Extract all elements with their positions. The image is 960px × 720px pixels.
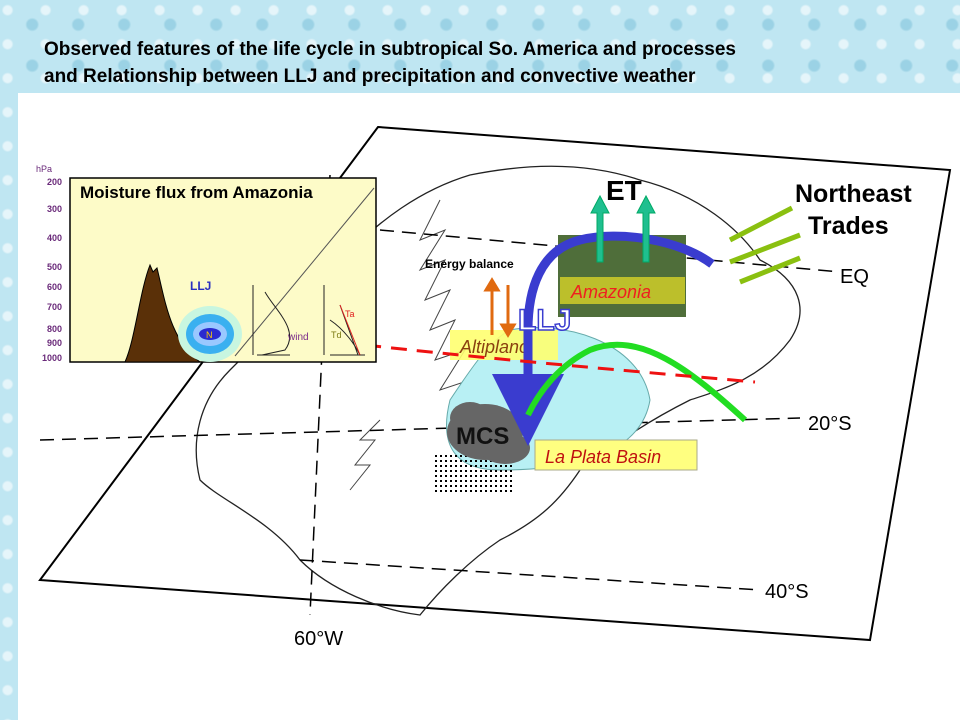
energy-balance-label: Energy balance bbox=[425, 257, 514, 271]
lon-60w-label: 60°W bbox=[294, 628, 343, 650]
lat-40s-label: 40°S bbox=[765, 581, 809, 603]
diagonal-line bbox=[234, 187, 375, 357]
amazonia-box bbox=[560, 277, 685, 304]
amazonia-label: Amazonia bbox=[570, 282, 651, 302]
continent-outline bbox=[195, 165, 801, 616]
inset-llj-label: LLJ bbox=[190, 279, 211, 293]
inset-title: Moisture flux from Amazonia bbox=[80, 183, 313, 202]
pressure-level-label: 900 bbox=[47, 338, 62, 348]
pressure-level-label: 400 bbox=[47, 233, 62, 243]
slide-title: Observed features of the life cycle in s… bbox=[44, 36, 736, 90]
et-label: ET bbox=[606, 175, 642, 206]
mcs-label: MCS bbox=[456, 423, 509, 450]
inset-axis-unit: hPa bbox=[36, 164, 52, 174]
title-line-2: and Relationship between LLJ and precipi… bbox=[44, 66, 696, 87]
lat-20s-label: 20°S bbox=[808, 413, 852, 435]
trades-line-2: Trades bbox=[808, 212, 889, 240]
green-flow-arrow bbox=[525, 341, 748, 423]
trade-wind-arrows bbox=[728, 205, 801, 285]
red-dashed-arrow bbox=[364, 343, 756, 384]
energy-arrows bbox=[483, 277, 517, 338]
pressure-level-label: 300 bbox=[47, 204, 62, 214]
altiplano-box bbox=[450, 330, 558, 360]
pressure-level-label: 200 bbox=[47, 177, 62, 187]
pressure-level-label: 700 bbox=[47, 302, 62, 312]
trades-line-1: Northeast bbox=[795, 180, 912, 208]
eq-label: EQ bbox=[840, 266, 869, 288]
llj-core-label: N bbox=[206, 330, 213, 340]
et-arrows bbox=[590, 194, 656, 263]
title-line-1: Observed features of the life cycle in s… bbox=[44, 39, 736, 60]
pressure-level-label: 1000 bbox=[42, 353, 62, 363]
ta-label: Ta bbox=[345, 309, 355, 319]
td-label: Td bbox=[331, 330, 342, 340]
pressure-level-label: 600 bbox=[47, 282, 62, 292]
pressure-level-label: 800 bbox=[47, 324, 62, 334]
pressure-level-label: 500 bbox=[47, 262, 62, 272]
llj-label: LLJ bbox=[518, 304, 571, 337]
moisture-flux-inset: Moisture flux from Amazonia hPa 200 300 … bbox=[36, 164, 377, 363]
altiplano-label: Altiplano bbox=[459, 337, 529, 357]
llj-arrow bbox=[492, 231, 715, 446]
la-plata-label: La Plata Basin bbox=[545, 447, 661, 467]
wind-label: wind bbox=[287, 332, 309, 343]
